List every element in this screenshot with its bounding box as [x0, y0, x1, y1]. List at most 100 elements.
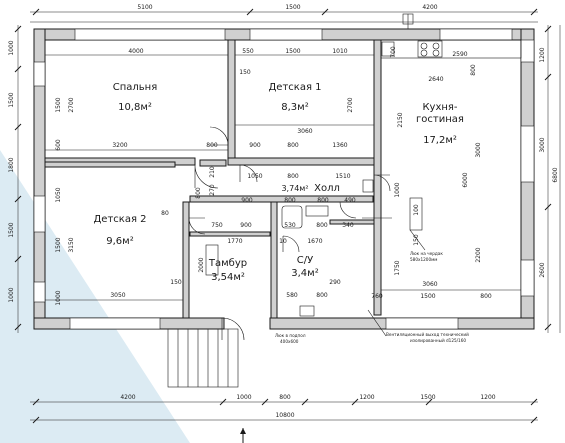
svg-text:1200: 1200 — [359, 394, 374, 401]
svg-text:800: 800 — [195, 187, 202, 199]
svg-text:600: 600 — [55, 139, 62, 151]
dim-right-total: 6800 — [552, 167, 559, 182]
svg-text:1050: 1050 — [247, 173, 262, 180]
svg-text:760: 760 — [371, 293, 383, 300]
svg-text:490: 490 — [344, 197, 356, 204]
svg-text:1500: 1500 — [55, 97, 62, 112]
svg-text:1500: 1500 — [55, 237, 62, 252]
room-kitchen-name-2: гостиная — [416, 114, 464, 125]
svg-text:270: 270 — [209, 184, 216, 196]
outer-walls — [33, 28, 535, 330]
svg-text:1000: 1000 — [236, 394, 251, 401]
svg-text:2640: 2640 — [428, 76, 443, 83]
room-kids1-name: Детская 1 — [268, 82, 321, 93]
svg-text:1360: 1360 — [332, 142, 347, 149]
svg-text:2150: 2150 — [397, 112, 404, 127]
north-arrow — [240, 428, 246, 443]
svg-text:900: 900 — [240, 222, 252, 229]
svg-text:1670: 1670 — [307, 238, 322, 245]
svg-text:290: 290 — [329, 279, 341, 286]
svg-text:1000: 1000 — [394, 182, 401, 197]
svg-text:4200: 4200 — [120, 394, 135, 401]
svg-text:3050: 3050 — [110, 292, 125, 299]
svg-text:1050: 1050 — [55, 187, 62, 202]
svg-text:530: 530 — [284, 222, 296, 229]
svg-text:1010: 1010 — [332, 48, 347, 55]
svg-text:80: 80 — [161, 210, 169, 217]
kitchen-counter — [380, 13, 522, 59]
svg-text:800: 800 — [480, 293, 492, 300]
svg-text:1500: 1500 — [8, 222, 15, 237]
svg-text:1500: 1500 — [420, 293, 435, 300]
svg-text:2700: 2700 — [347, 97, 354, 112]
svg-text:150: 150 — [413, 234, 420, 246]
svg-text:800: 800 — [284, 197, 296, 204]
room-kids2-area: 9,6м² — [106, 236, 133, 247]
svg-text:1000: 1000 — [8, 40, 15, 55]
svg-text:700: 700 — [390, 46, 397, 58]
room-kids2-name: Детская 2 — [93, 214, 146, 225]
vent-note-1: Вентиляционный выход технический — [386, 332, 469, 337]
bath-fixtures — [205, 205, 329, 276]
svg-text:2000: 2000 — [198, 257, 205, 272]
room-vestibule-name: Тамбур — [208, 258, 247, 269]
svg-text:1510: 1510 — [335, 173, 350, 180]
hall-details — [299, 179, 423, 317]
room-bedroom-area: 10,8м² — [118, 102, 152, 113]
room-bedroom-name: Спальня — [113, 82, 158, 93]
svg-text:800: 800 — [279, 394, 291, 401]
svg-text:800: 800 — [206, 142, 218, 149]
svg-text:2600: 2600 — [539, 262, 546, 277]
svg-text:750: 750 — [211, 222, 223, 229]
svg-text:3150: 3150 — [68, 237, 75, 252]
svg-text:150: 150 — [170, 279, 182, 286]
svg-text:800: 800 — [316, 292, 328, 299]
svg-text:210: 210 — [209, 166, 216, 178]
svg-text:3200: 3200 — [112, 142, 127, 149]
svg-text:340: 340 — [342, 222, 354, 229]
attic-note-1: Люк на чердак — [410, 251, 443, 256]
room-hall-area: 3,74м² — [281, 184, 308, 193]
room-kitchen-area: 17,2м² — [423, 135, 457, 146]
notes: Люк на чердак 580х1200мм Вентиляционный … — [275, 229, 469, 344]
svg-text:800: 800 — [287, 173, 299, 180]
dims-left: 1000 1500 1800 1500 1000 — [8, 25, 22, 333]
attic-note-2: 580х1200мм — [410, 257, 437, 262]
svg-text:1200: 1200 — [480, 394, 495, 401]
vent-note-2: изолированный d125/160 — [410, 338, 466, 343]
room-kids1-area: 8,3м² — [281, 102, 308, 113]
svg-text:1000: 1000 — [55, 290, 62, 305]
svg-text:550: 550 — [242, 48, 254, 55]
underfloor-note-1: Люк в подпол — [275, 333, 306, 338]
dim-total: 10800 — [275, 412, 294, 419]
svg-text:3060: 3060 — [422, 281, 437, 288]
svg-text:150: 150 — [239, 69, 251, 76]
inner-dims: 4000 3200 800 2700 1500 600 550 1500 101… — [45, 46, 521, 306]
underfloor-note-2: 400х600 — [280, 339, 299, 344]
svg-text:900: 900 — [241, 197, 253, 204]
svg-text:900: 900 — [249, 142, 261, 149]
svg-text:6000: 6000 — [462, 172, 469, 187]
doors — [188, 126, 391, 253]
svg-text:580: 580 — [286, 292, 298, 299]
svg-text:1500: 1500 — [285, 48, 300, 55]
svg-text:1500: 1500 — [420, 394, 435, 401]
room-bath-area: 3,4м² — [291, 268, 318, 279]
room-vestibule-area: 3,54м² — [211, 272, 245, 283]
svg-text:2200: 2200 — [475, 247, 482, 262]
entrance-stairs — [167, 317, 245, 388]
svg-text:1770: 1770 — [227, 238, 242, 245]
room-kitchen-name-1: Кухня- — [422, 102, 457, 113]
room-hall-name: Холл — [314, 183, 340, 194]
svg-text:2590: 2590 — [452, 51, 467, 58]
room-bath-name: С/У — [297, 255, 313, 266]
svg-text:1750: 1750 — [394, 260, 401, 275]
svg-text:5100: 5100 — [137, 4, 152, 11]
svg-text:3060: 3060 — [297, 128, 312, 135]
svg-text:4200: 4200 — [422, 4, 437, 11]
dims-top: 5100 1500 4200 — [30, 4, 538, 23]
svg-text:2700: 2700 — [68, 97, 75, 112]
svg-text:800: 800 — [287, 142, 299, 149]
